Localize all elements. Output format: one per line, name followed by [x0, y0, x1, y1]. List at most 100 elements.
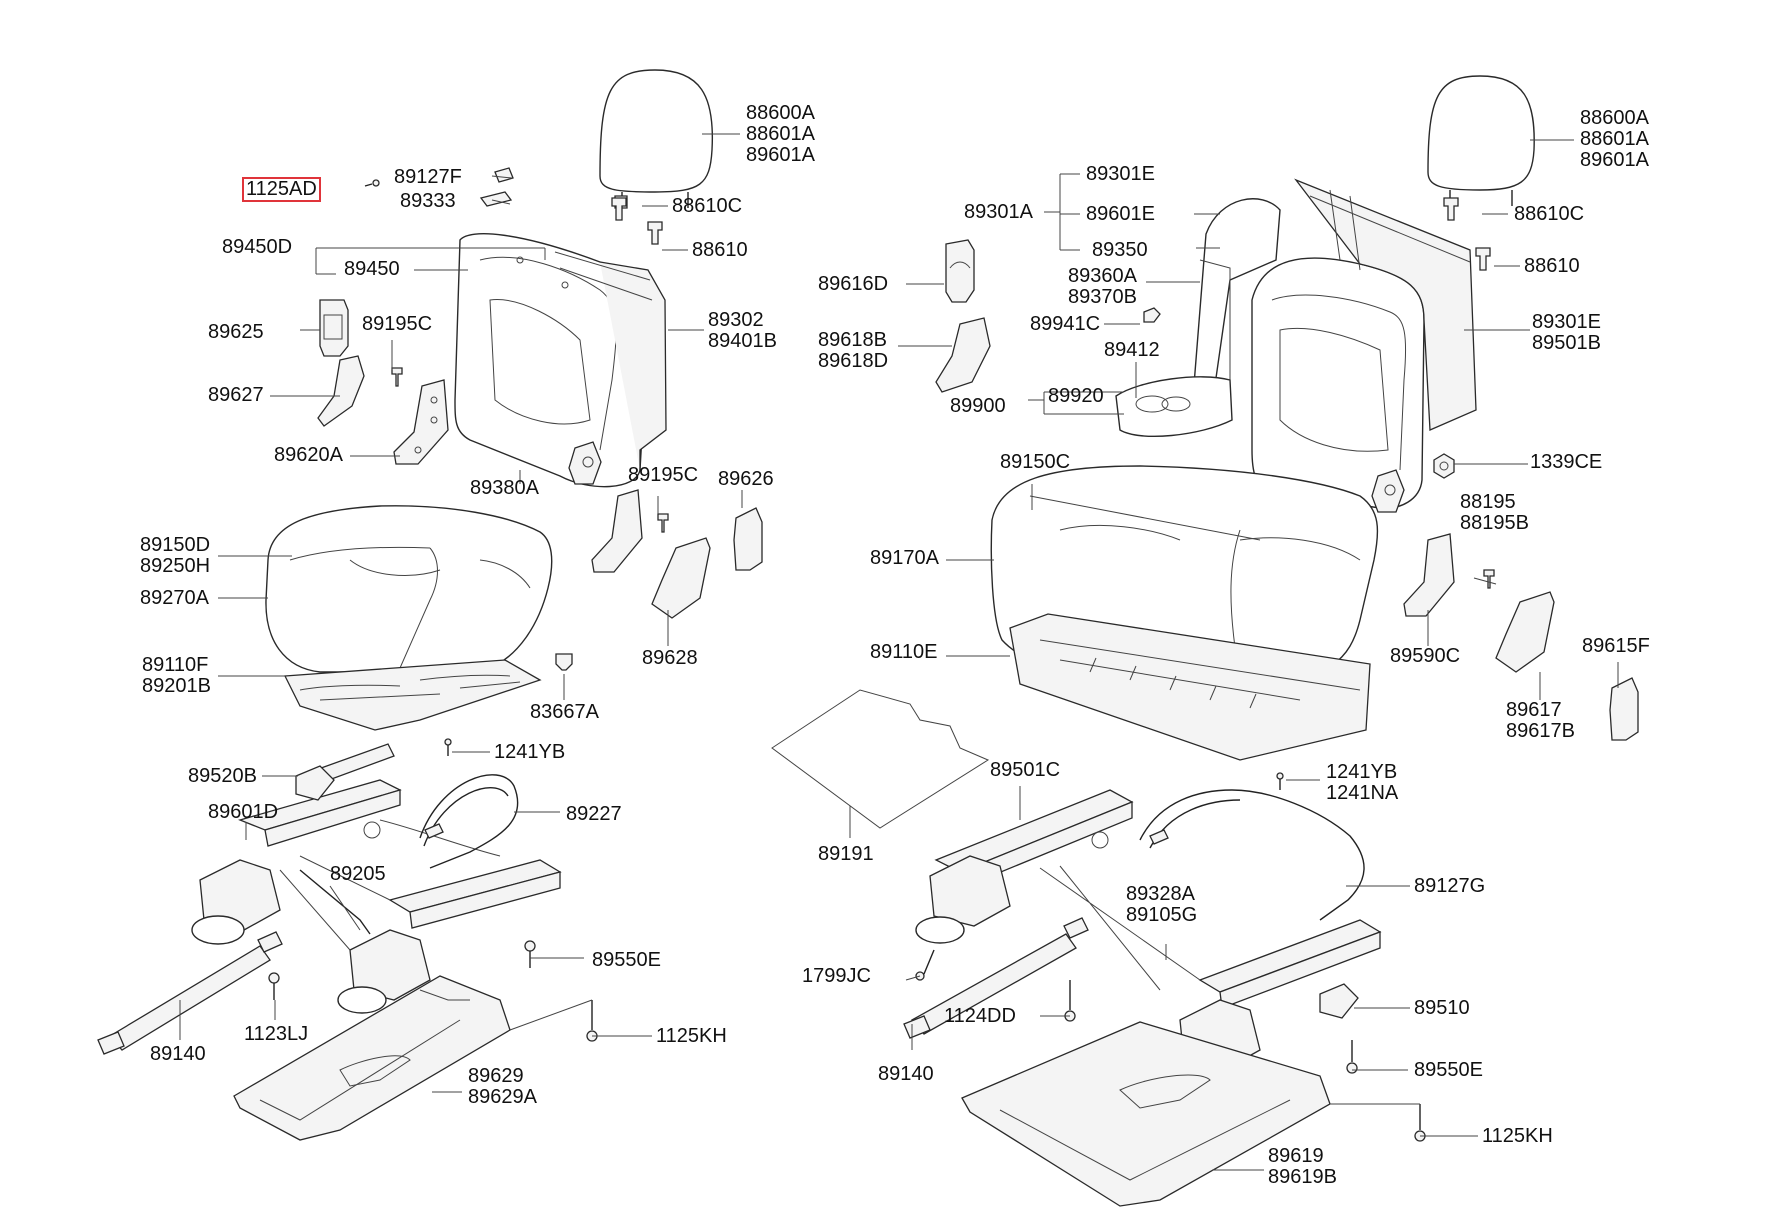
label-89301E-mid: 89301E 89501B [1532, 312, 1601, 354]
right-seatback [1251, 178, 1477, 513]
label-89628: 89628 [642, 647, 698, 669]
label-89150D: 89150D 89250H [140, 535, 210, 577]
right-bolt-1125KH [1414, 1104, 1426, 1142]
label-89412: 89412 [1104, 339, 1160, 361]
label-88610-left: 88610 [692, 239, 748, 261]
label-89195C-a: 89195C [362, 313, 433, 335]
left-headrest [599, 69, 714, 209]
left-strap-89140 [97, 931, 283, 1055]
left-bolt-1123LJ [268, 972, 280, 1000]
label-89301A: 89301A [964, 201, 1033, 223]
label-89590C: 89590C [1390, 645, 1461, 667]
left-cushion-frame [283, 659, 542, 731]
left-headrest-guides [364, 167, 663, 245]
right-bolt-1799JC [915, 949, 935, 981]
label-88600A-left: 88600A 88601A 89601A [746, 103, 815, 166]
label-89550E-left: 89550E [592, 949, 661, 971]
label-89619: 89619 89619B [1268, 1146, 1337, 1188]
label-89626: 89626 [718, 468, 774, 490]
label-88195-line2: 88195B [1460, 512, 1529, 534]
label-88195-line1: 88195 [1460, 491, 1516, 513]
label-89629: 89629 89629A [468, 1066, 537, 1108]
label-88610C-right: 88610C [1514, 203, 1585, 225]
left-release-cable [419, 774, 519, 869]
label-1241YB-right-line1: 1241YB [1326, 761, 1398, 783]
label-89140-left: 89140 [150, 1043, 206, 1065]
label-89170A: 89170A [870, 547, 939, 569]
label-89150D-line1: 89150D [140, 534, 211, 556]
label-89510: 89510 [1414, 997, 1470, 1019]
right-cushion-frame [1009, 613, 1371, 761]
left-cable-89205 [299, 869, 371, 935]
label-89191: 89191 [818, 843, 874, 865]
label-89302: 89302 89401B [708, 310, 777, 352]
label-89328A-line1: 89328A [1126, 883, 1195, 905]
label-89620A: 89620A [274, 444, 343, 466]
label-1241YB-right: 1241YB 1241NA [1326, 762, 1398, 804]
left-seatback [454, 233, 667, 488]
label-89195C-b: 89195C [628, 464, 699, 486]
label-88600A-right-line2: 88601A [1580, 128, 1649, 150]
label-89110F-line2: 89201B [142, 675, 211, 697]
left-lower-brackets [591, 489, 763, 619]
label-89110E: 89110E [870, 641, 938, 663]
label-89617: 89617 89617B [1506, 700, 1575, 742]
left-seatback-brackets [317, 299, 449, 465]
right-screw-1241YB [1276, 772, 1284, 790]
right-cover-89619 [961, 1021, 1331, 1207]
left-seat-cushion [265, 505, 553, 673]
label-89941C: 89941C [1030, 313, 1101, 335]
label-1125KH-right: 1125KH [1482, 1125, 1553, 1147]
label-89150C: 89150C [1000, 451, 1071, 473]
label-89110F-line1: 89110F [142, 654, 209, 676]
label-89270A: 89270A [140, 587, 209, 609]
label-89350: 89350 [1092, 239, 1148, 261]
right-headrest [1427, 75, 1535, 271]
label-88600A-right-line1: 88600A [1580, 107, 1649, 129]
right-side-trims [935, 239, 1161, 393]
label-89619-line2: 89619B [1268, 1166, 1337, 1188]
label-83667A: 83667A [530, 701, 599, 723]
label-89617-line2: 89617B [1506, 720, 1575, 742]
label-89629-line2: 89629A [468, 1086, 537, 1108]
left-cover-89629 [233, 975, 511, 1141]
label-89328A-line2: 89105G [1126, 904, 1198, 926]
label-89450D: 89450D [222, 236, 293, 258]
label-1339CE: 1339CE [1530, 451, 1603, 473]
label-88600A-right-line3: 89601A [1580, 149, 1649, 171]
label-89920: 89920 [1048, 385, 1104, 407]
label-1124DD: 1124DD [944, 1005, 1016, 1027]
label-89619-line1: 89619 [1268, 1145, 1324, 1167]
label-89618B: 89618B 89618D [818, 330, 888, 372]
label-89520B: 89520B [188, 765, 257, 787]
label-89450: 89450 [344, 258, 400, 280]
right-brackets [1403, 533, 1639, 741]
label-89140-right: 89140 [878, 1063, 934, 1085]
label-89601E: 89601E [1086, 203, 1155, 225]
label-89301E-mid-line1: 89301E [1532, 311, 1601, 333]
label-1241YB-right-line2: 1241NA [1326, 782, 1399, 804]
label-1125AD: 1125AD [242, 177, 321, 202]
left-screw-1241YB [444, 738, 452, 756]
right-bolt-1124DD [1064, 980, 1076, 1022]
label-89501C: 89501C [990, 759, 1061, 781]
label-89629-line1: 89629 [468, 1065, 524, 1087]
label-89328A: 89328A 89105G [1126, 884, 1197, 926]
label-1123LJ: 1123LJ [244, 1023, 309, 1045]
label-89617-line1: 89617 [1506, 699, 1562, 721]
label-89227: 89227 [566, 803, 622, 825]
left-clip-83667A [555, 653, 573, 671]
label-89550E-right: 89550E [1414, 1059, 1483, 1081]
label-1125KH-left: 1125KH [656, 1025, 727, 1047]
label-89302-line2: 89401B [708, 330, 777, 352]
label-89618B-line1: 89618B [818, 329, 887, 351]
label-88610-right: 88610 [1524, 255, 1580, 277]
label-89360A: 89360A 89370B [1068, 266, 1137, 308]
label-1241YB-left: 1241YB [494, 741, 566, 763]
label-89615F: 89615F [1582, 635, 1650, 657]
label-88600A-left-line3: 89601A [746, 144, 815, 166]
label-89150D-line2: 89250H [140, 555, 211, 577]
right-center-armrest [1115, 198, 1281, 438]
label-89127F: 89127F [394, 166, 462, 188]
